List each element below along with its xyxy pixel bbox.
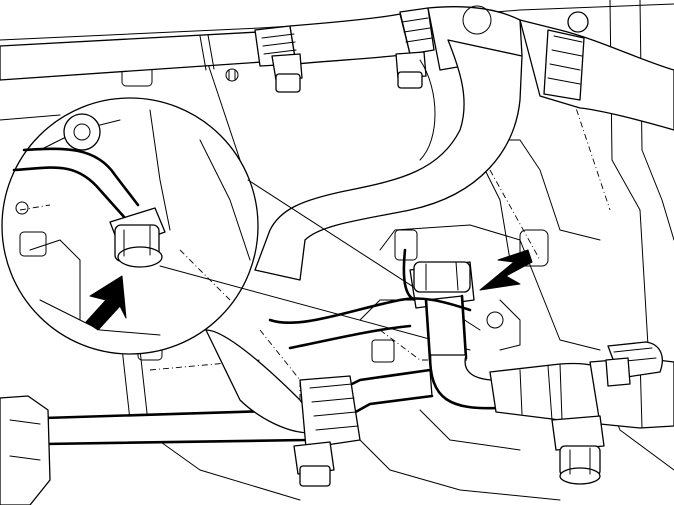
detail-magnifier [1,97,259,355]
main-union-assembly [402,248,674,485]
right-top-hose [519,11,674,131]
main-callout-arrow-icon [479,249,533,291]
bottom-right-hose [359,409,561,501]
union-bolt-main [413,261,471,293]
union-bolt-detail [109,207,166,268]
large-curved-hose [254,39,523,281]
detail-callout-arrow-icon [85,275,127,331]
lower-pipes [0,297,472,505]
upper-hose [0,5,523,93]
